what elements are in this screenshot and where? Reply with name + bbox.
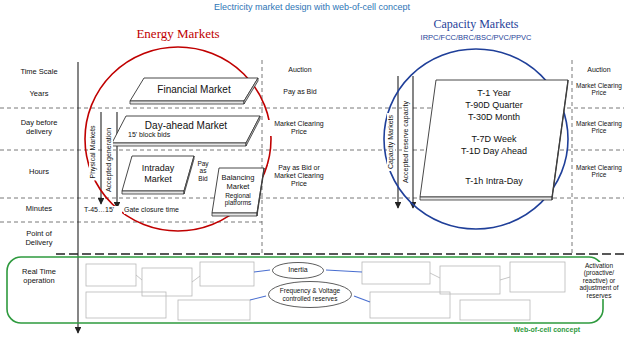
row-label: Market Clearing Price [575, 120, 623, 135]
row-label: Minutes [8, 205, 70, 214]
axis-label: Physical Markets [89, 124, 97, 181]
illustration [86, 262, 565, 320]
row-label: Time Scale [8, 68, 70, 77]
text-stack: Day-ahead Market15' block bids [112, 118, 260, 145]
node-text: T-90D Quarter [420, 100, 568, 110]
text-stack: Inertia [272, 264, 324, 276]
row-label: Auction [575, 66, 623, 74]
row-label: Gate closure time [124, 206, 204, 214]
row-label: Years [8, 90, 70, 99]
node-text: Inertia [288, 266, 307, 274]
node-text: IRPC/FCC/BRC/BSC/PVC/PPVC [383, 34, 569, 43]
node-text: Day-ahead Market [145, 120, 227, 132]
node-text: Balancing Market [221, 174, 255, 191]
text-stack: Financial Market [130, 82, 258, 101]
market-slab: Intraday Market [122, 156, 194, 194]
diagram-title: Electricity market design with web-of-ce… [0, 2, 624, 12]
axis-label: Accepted generation [105, 126, 113, 194]
row-label: Market Clearing Price [575, 164, 623, 179]
node-text: Regional platforms [221, 192, 255, 207]
row-label: Hours [8, 168, 70, 177]
node-text: Intraday Market [134, 163, 182, 184]
node-text: T-1 Year [420, 88, 568, 98]
capacity-market-circle: Capacity MarketsIRPC/FCC/BRC/BSC/PVC/PPV… [383, 48, 569, 230]
node-text: T-1D Day Ahead [420, 146, 568, 156]
reserve-oval: Inertia [272, 262, 324, 279]
node-text: T-30D Month [420, 112, 568, 122]
row-label: Real Time operation [14, 268, 64, 285]
market-slab: Day-ahead Market15' block bids [112, 116, 260, 146]
market-slab: Balancing MarketRegional platforms [212, 168, 264, 216]
row-label: Pay as Bid [194, 160, 212, 182]
node-text: Frequency & Voltage controlled reserves [272, 287, 348, 302]
axis-arrows [78, 62, 413, 333]
row-label: Market Clearing Price [575, 82, 623, 97]
row-label: Day before delivery [14, 119, 64, 136]
row-label: T-45…15' [84, 206, 122, 214]
row-label: Auction [270, 66, 330, 74]
node-text: T-7D Week [420, 134, 568, 144]
node-text: Web-of-cell concept [514, 326, 580, 334]
node-text: Financial Market [157, 84, 230, 96]
row-label: Pay as Bid or Market Clearing Price [268, 164, 330, 188]
row-label: Market Clearing Price [268, 120, 330, 136]
node-text: Energy Markets [84, 27, 272, 42]
text-stack: Intraday Market [122, 161, 194, 189]
row-label: Point of Delivery [14, 230, 64, 247]
node-text: 15' block bids [128, 131, 170, 139]
row-separators [0, 60, 624, 254]
point-of-delivery-line [56, 253, 624, 255]
node-text: T-1h Intra-Day [420, 176, 568, 186]
row-label: Activation (proactive/ reactive) or adju… [576, 262, 622, 299]
market-slab: Financial Market [130, 78, 258, 104]
text-stack: Frequency & Voltage controlled reserves [268, 285, 352, 304]
text-stack: Balancing MarketRegional platforms [212, 172, 264, 211]
node-text: Capacity Markets [383, 18, 569, 32]
web-of-cell-band: Web-of-cell conceptInertiaFrequency & Vo… [6, 256, 604, 324]
axis-label: Accepted reserve capacity [402, 99, 410, 185]
capacity-slab: T-1 YearT-90D QuarterT-30D MonthT-7D Wee… [420, 80, 568, 200]
row-label: Pay as Bid [270, 88, 330, 96]
axis-label: Capacity Markets [387, 113, 395, 171]
reserve-oval: Frequency & Voltage controlled reserves [268, 281, 352, 308]
